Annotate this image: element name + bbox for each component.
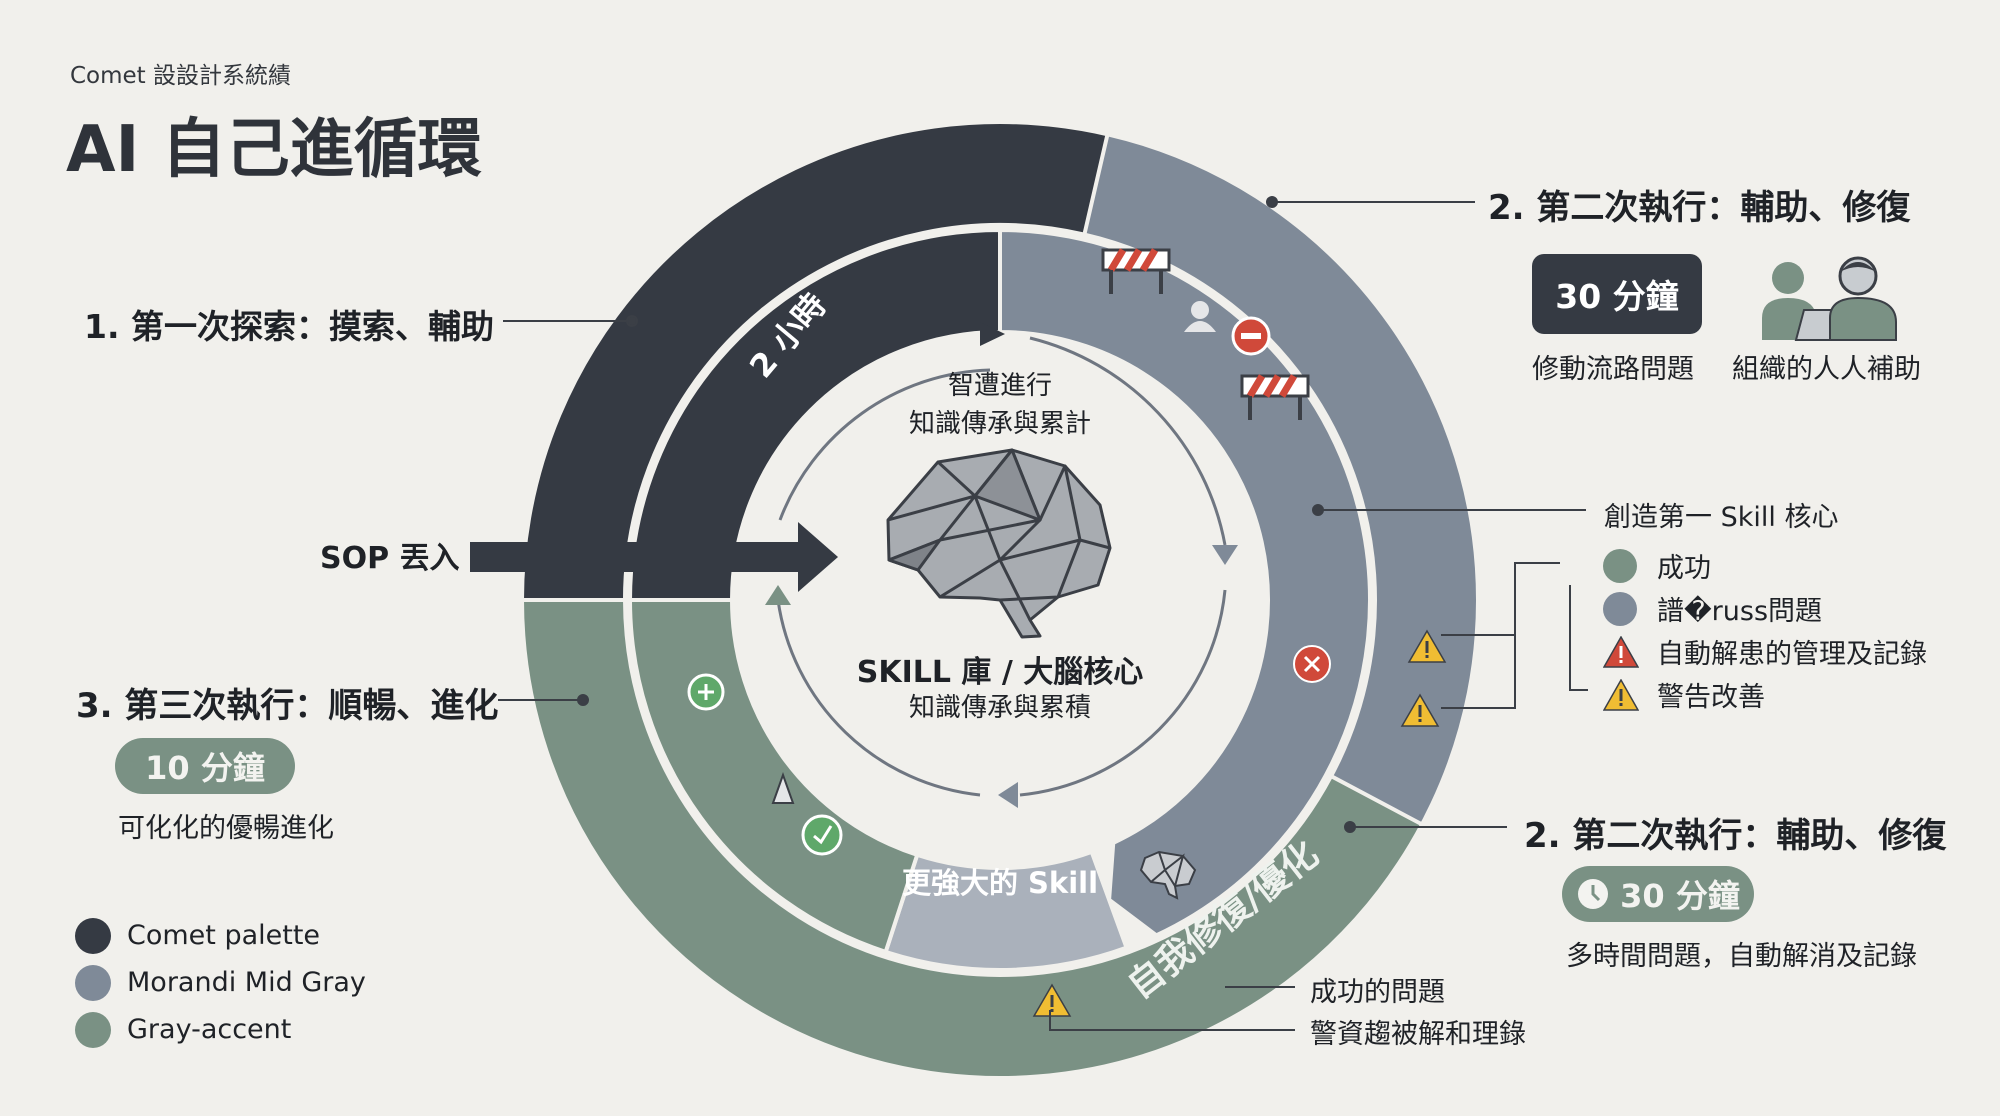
palette-label: Gray-accent	[127, 1014, 292, 1045]
stage1-heading: 1. 第一次探索：摸索、輔助	[84, 307, 494, 346]
center-top-line1: 智遭進行	[948, 371, 1052, 401]
center-top-line2: 知識傳承與累計	[909, 409, 1091, 439]
stage2-bottom-time-badge: 30 分鐘	[1562, 866, 1754, 922]
legend-label: 警告改善	[1657, 682, 1765, 713]
warning-icon	[1032, 983, 1072, 1017]
inner-ring-bottom-label: 更強大的 Skill	[902, 866, 1098, 900]
warning-icons	[1032, 629, 1447, 1017]
arc-arrow	[778, 368, 991, 521]
roadblock-icon	[1101, 248, 1171, 294]
palette-legend: Comet palette Morandi Mid Gray Gray-acce…	[75, 912, 366, 1053]
stage1-inner-arc	[627, 227, 1002, 602]
legend-label: 成功	[1657, 553, 1711, 584]
badge-text: 30 分鐘	[1620, 877, 1740, 915]
color-swatch	[75, 1011, 111, 1048]
roadblock-icon	[1240, 374, 1310, 420]
palette-item: Comet palette	[75, 912, 366, 959]
stage3-time-badge: 10 分鐘	[115, 738, 295, 794]
center-title: SKILL 庫 / 大腦核心	[857, 655, 1144, 690]
arc-arrow	[776, 599, 981, 797]
warning-icon	[1400, 693, 1440, 727]
check-icon	[801, 814, 843, 856]
people-assist-icon	[1762, 256, 1897, 341]
color-swatch	[75, 964, 111, 1001]
legend-item-issue: 譜�russ問題	[1603, 587, 1927, 630]
sop-label: SOP 丟入	[320, 541, 460, 576]
arrow-head	[765, 585, 791, 605]
stage3-caption: 可化化的優暢進化	[118, 813, 334, 844]
yellow-warning-icon	[1603, 678, 1639, 711]
palette-item: Gray-accent	[75, 1006, 366, 1053]
stage2-inner-arc	[998, 227, 1372, 938]
sop-input-arrow	[470, 522, 838, 592]
status-legend: 成功 譜�russ問題 自動解患的管理及記錄 警告改善	[1603, 544, 1927, 716]
stage2-caption-right: 組織的人人補助	[1732, 354, 1921, 385]
arrow-head	[1212, 545, 1238, 565]
plus-icon	[687, 673, 725, 711]
palette-item: Morandi Mid Gray	[75, 959, 366, 1006]
arc-arrow	[1019, 589, 1227, 797]
subtitle: Comet 設設計系統績	[70, 63, 292, 89]
stage2-bottom-heading: 2. 第二次執行：輔助、修復	[1524, 816, 1947, 856]
stage2-caption-left: 修動流路問題	[1532, 354, 1694, 385]
arrow-head	[980, 322, 1005, 346]
inner-cycle-arrows	[776, 336, 1227, 797]
clock-icon	[1578, 879, 1609, 909]
arrow-head	[998, 782, 1018, 808]
stop-icon	[1231, 316, 1271, 356]
note-success: 成功的問題	[1310, 977, 1445, 1008]
arc-arrow	[1029, 336, 1227, 546]
stage3-heading: 3. 第三次執行：順暢、進化	[76, 686, 499, 726]
stage2-time-badge: 30 分鐘	[1532, 254, 1702, 334]
red-warning-icon	[1603, 635, 1639, 668]
legend-label: 譜�russ問題	[1657, 596, 1823, 627]
color-swatch	[75, 917, 111, 954]
legend-item-success: 成功	[1603, 544, 1927, 587]
legend-item-warning: 警告改善	[1603, 673, 1927, 716]
cone-icon	[771, 772, 795, 804]
legend-label: 自動解患的管理及記錄	[1657, 639, 1927, 670]
center-subtitle: 知識傳承與累積	[909, 693, 1091, 723]
stage3-outer-arc	[519, 598, 1425, 1080]
user-icon	[1184, 301, 1216, 332]
error-x-icon	[1293, 645, 1331, 683]
page-title: AI 自己進循環	[66, 113, 482, 187]
palette-label: Morandi Mid Gray	[127, 967, 366, 998]
stage2-bottom-caption: 多時間問題，自動解消及記錄	[1566, 941, 1917, 972]
green-dot-icon	[1603, 548, 1637, 583]
palette-label: Comet palette	[127, 920, 321, 951]
leader-lines	[498, 196, 1588, 1031]
warning-icon	[1407, 629, 1447, 663]
note-warning: 警資趨被解和理錄	[1310, 1019, 1526, 1050]
legend-item-auto-fix: 自動解患的管理及記錄	[1603, 630, 1927, 673]
brain-icon	[886, 448, 1112, 639]
stage2-top-heading: 2. 第二次執行：輔助、修復	[1488, 188, 1911, 228]
small-brain-icon	[1139, 850, 1197, 900]
gray-dot-icon	[1603, 591, 1637, 626]
skill-core-label: 創造第一 Skill 核心	[1604, 502, 1839, 533]
